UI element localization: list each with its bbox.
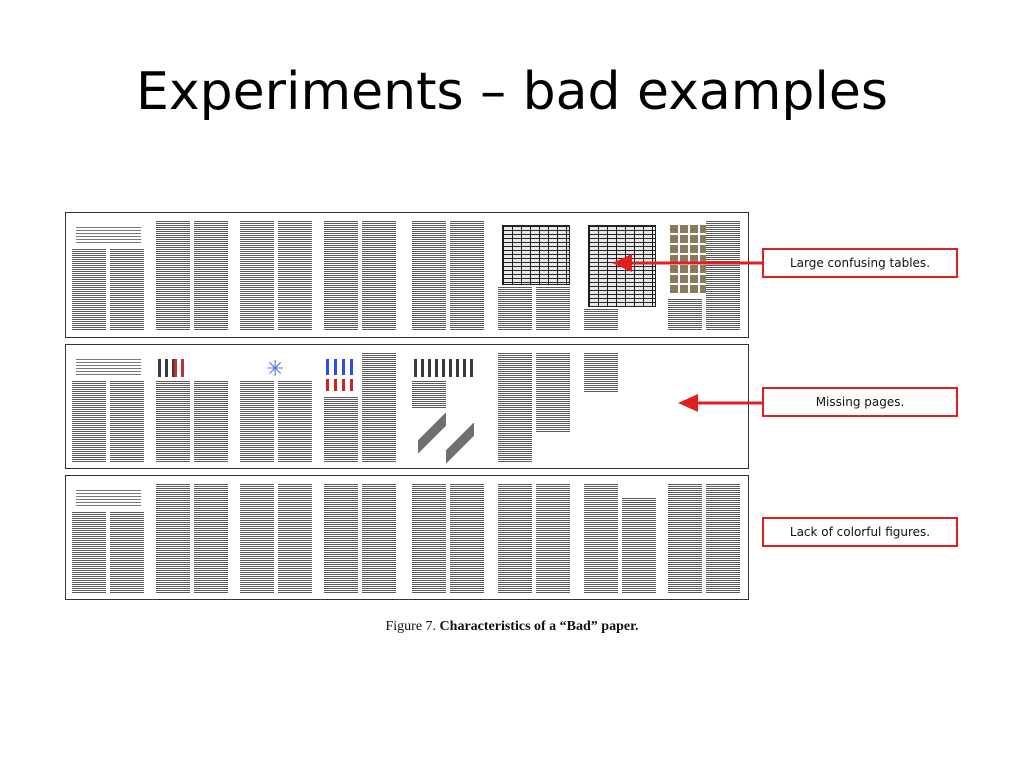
paper-page-thumbnail	[668, 484, 741, 594]
paper-page-thumbnail	[156, 221, 229, 331]
caption-prefix: Figure 7.	[385, 619, 437, 634]
paper-page-thumbnail	[412, 221, 485, 331]
paper-page-thumbnail	[498, 484, 571, 594]
paper-page-thumbnail	[324, 221, 397, 331]
caption-text: Characteristics of a “Bad” paper.	[439, 619, 639, 634]
paper-thumbnail-strip: ✳	[65, 344, 749, 469]
paper-page-thumbnail	[240, 221, 313, 331]
slide-title: Experiments – bad examples	[136, 62, 888, 122]
paper-page-thumbnail	[156, 484, 229, 594]
paper-page-figures	[412, 353, 485, 463]
paper-page-thumbnail	[498, 353, 571, 463]
paper-page-thumbnail	[72, 353, 145, 463]
callout-missing-pages: Missing pages.	[762, 387, 958, 417]
paper-page-thumbnail	[72, 221, 145, 331]
arrow-icon	[612, 254, 762, 272]
paper-page-figures: ✳	[240, 353, 313, 463]
paper-page-figures	[156, 353, 229, 463]
paper-page-thumbnail	[584, 353, 657, 463]
paper-page-table	[498, 221, 571, 331]
callout-large-tables: Large confusing tables.	[762, 248, 958, 278]
paper-page-thumbnail	[240, 484, 313, 594]
paper-page-table	[584, 221, 657, 331]
paper-page-thumbnail	[324, 484, 397, 594]
paper-page-thumbnail	[584, 484, 657, 594]
paper-page-figures	[668, 221, 741, 331]
paper-page-thumbnail	[412, 484, 485, 594]
paper-page-figures	[324, 353, 397, 463]
paper-page-thumbnail	[72, 484, 145, 594]
figure-caption: Figure 7. Characteristics of a “Bad” pap…	[0, 619, 1024, 635]
paper-thumbnail-strip	[65, 212, 749, 338]
arrow-icon	[678, 394, 762, 412]
callout-lack-of-figures: Lack of colorful figures.	[762, 517, 958, 547]
paper-thumbnail-strip	[65, 475, 749, 600]
